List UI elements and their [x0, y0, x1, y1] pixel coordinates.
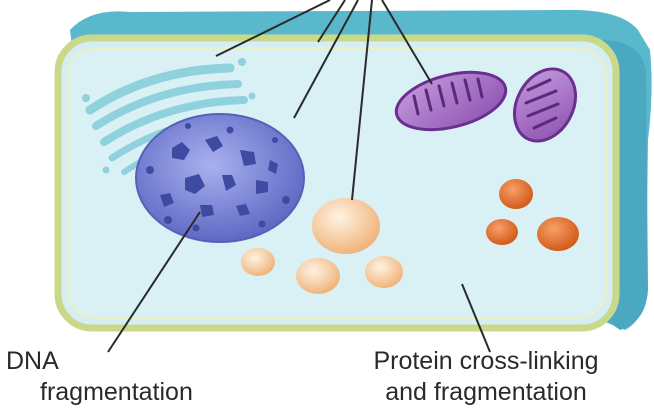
- dna-caption-line2: fragmentation: [6, 377, 266, 408]
- dna-fragmentation-caption: DNA fragmentation: [6, 346, 266, 408]
- protein-caption-line1: Protein cross-linking: [318, 346, 654, 377]
- dna-caption-line1: DNA: [6, 346, 266, 377]
- protein-caption-line2: and fragmentation: [318, 377, 654, 408]
- nucleus: [136, 114, 304, 242]
- protein-crosslinking-caption: Protein cross-linking and fragmentation: [318, 346, 654, 408]
